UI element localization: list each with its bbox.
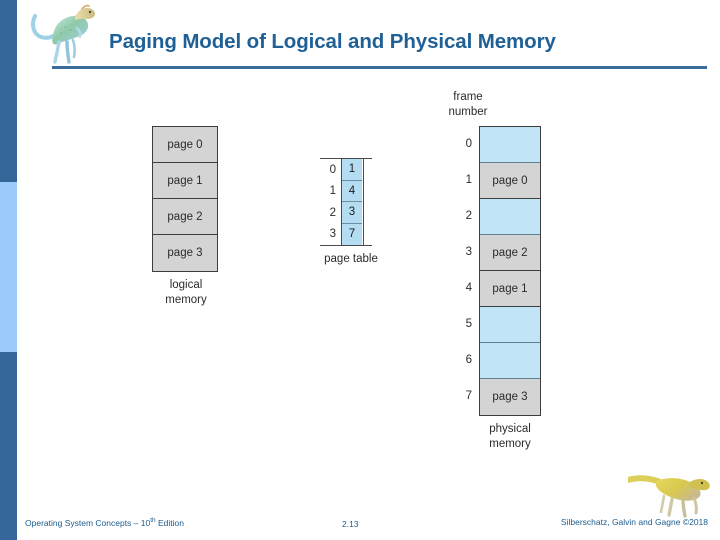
frame-number: 3 — [465, 246, 472, 258]
physical-memory-frame — [480, 343, 540, 379]
frame-number: 6 — [465, 354, 472, 366]
logical-memory-caption-line1: logical — [169, 279, 203, 291]
physical-memory-frame: page 3 — [480, 379, 540, 415]
physical-memory-frame — [480, 127, 540, 163]
frame-number: 2 — [465, 210, 472, 222]
slide-footer: Operating System Concepts – 10th Edition… — [17, 475, 720, 540]
frame-number-column: 0 1 2 3 4 5 6 7 — [450, 126, 472, 414]
logical-memory-block: page 0 page 1 page 2 page 3 — [152, 126, 218, 272]
page-table-value: 3 — [342, 202, 362, 224]
paging-model-diagram: page 0 page 1 page 2 page 3 logical memo… — [120, 80, 600, 480]
footer-edition-text: Operating System Concepts – 10th Edition — [25, 517, 184, 528]
accent-segment-bottom — [0, 352, 17, 540]
page-table-cell-border: 1 — [341, 159, 364, 181]
physical-memory-frame: page 1 — [480, 271, 540, 307]
logical-memory-caption-line2: memory — [165, 294, 207, 306]
footer-edition-main: Operating System Concepts – 10 — [25, 517, 151, 528]
page-table-block: 0 1 1 4 2 3 3 7 — [320, 158, 372, 246]
frame-number: 0 — [465, 138, 472, 150]
logical-memory-cell: page 0 — [153, 127, 217, 163]
logical-memory-cell: page 2 — [153, 199, 217, 235]
page-title: Paging Model of Logical and Physical Mem… — [109, 30, 556, 53]
page-table-value: 1 — [342, 159, 362, 181]
page-table-index: 0 — [329, 163, 336, 176]
page-table-caption: page table — [324, 253, 378, 265]
dinosaur-logo-icon — [29, 4, 101, 66]
frame-number-label: frame number — [418, 90, 518, 120]
logical-memory-caption: logical memory — [142, 278, 230, 308]
page-table-row: 1 4 — [320, 180, 372, 202]
footer-edition-ordinal: th — [150, 517, 156, 524]
logical-memory-cell: page 1 — [153, 163, 217, 199]
dinosaur-footer-icon — [625, 474, 714, 518]
slide-header: Paging Model of Logical and Physical Mem… — [17, 0, 720, 72]
page-table-cell-border: 3 — [341, 202, 364, 224]
page-table-index: 3 — [329, 228, 336, 241]
frame-number: 4 — [465, 282, 472, 294]
page-table-value: 7 — [342, 223, 362, 245]
frame-number: 1 — [465, 174, 472, 186]
slide-number: 2.13 — [342, 519, 359, 529]
physical-memory-frame: page 2 — [480, 235, 540, 271]
page-table-index: 2 — [329, 206, 336, 219]
page-table-rows: 0 1 1 4 2 3 3 7 — [320, 158, 372, 246]
physical-memory-caption: physical memory — [465, 422, 555, 452]
logical-memory-cell: page 3 — [153, 235, 217, 271]
frame-number: 5 — [465, 318, 472, 330]
page-table-index: 1 — [329, 185, 336, 198]
page-table-cell-border: 4 — [341, 180, 364, 202]
physical-memory-frame — [480, 199, 540, 235]
frame-number: 7 — [465, 390, 472, 402]
accent-segment-top — [0, 0, 17, 182]
footer-copyright: Silberschatz, Galvin and Gagne ©2018 — [560, 517, 708, 527]
physical-memory-block: page 0 page 2 page 1 page 3 — [479, 126, 541, 416]
frame-number-label-line2: number — [448, 106, 488, 118]
page-table-row: 2 3 — [320, 202, 372, 224]
accent-segment-middle — [0, 182, 17, 352]
frame-number-label-line1: frame — [453, 91, 483, 103]
page-table-row: 3 7 — [320, 223, 372, 245]
physical-memory-caption-line2: memory — [489, 438, 531, 450]
physical-memory-frame — [480, 307, 540, 343]
page-table-value: 4 — [342, 180, 362, 202]
page-table-cell-border: 7 — [341, 223, 364, 245]
physical-memory-frame: page 0 — [480, 163, 540, 199]
left-accent-strip — [0, 0, 17, 540]
footer-edition-suffix: Edition — [155, 517, 184, 528]
page-table-row: 0 1 — [320, 159, 372, 181]
title-divider-rule — [52, 66, 707, 69]
physical-memory-caption-line1: physical — [489, 423, 531, 435]
